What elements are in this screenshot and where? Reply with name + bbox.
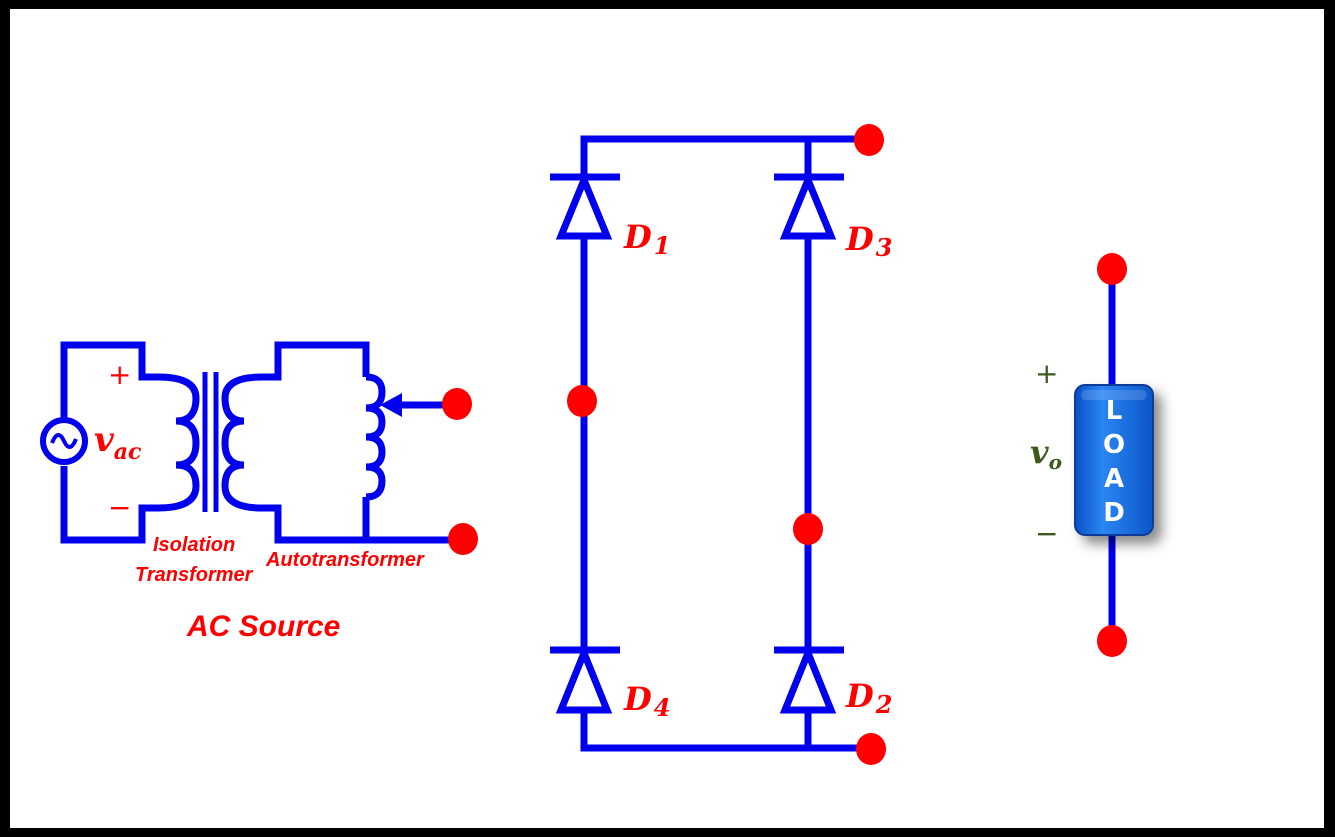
autotransformer-label: Autotransformer bbox=[265, 549, 425, 571]
secondary-wire-bottom bbox=[260, 504, 458, 544]
bridge-top-rail bbox=[580, 135, 868, 180]
vo-symbol: vo bbox=[1030, 433, 1062, 474]
source-plus-sign: + bbox=[108, 358, 131, 391]
source-terminal-bottom[interactable] bbox=[448, 523, 478, 555]
ac-source-title: AC Source bbox=[186, 610, 340, 643]
secondary-coil bbox=[221, 373, 263, 512]
diode-d4-icon bbox=[550, 643, 620, 714]
load-letter-a: A bbox=[1104, 464, 1124, 494]
source-wire-top bbox=[60, 341, 160, 418]
secondary-wire-top bbox=[260, 341, 370, 381]
diode-d1-icon bbox=[550, 170, 620, 240]
isolation-label-line2: Transformer bbox=[135, 564, 254, 586]
vac-symbol: vac bbox=[94, 420, 142, 465]
primary-coil bbox=[157, 373, 200, 512]
diode-d1-label: D1 bbox=[623, 218, 670, 260]
diode-d2-icon bbox=[774, 643, 844, 714]
ac-source-section: + − vac Isolation Transformer Autotransf… bbox=[40, 341, 478, 643]
diode-bridge: D1 D3 D4 D2 bbox=[550, 124, 892, 765]
source-terminal-top[interactable] bbox=[442, 388, 472, 420]
autotransformer-wiper-arrow bbox=[380, 393, 452, 417]
isolation-label-line1: Isolation bbox=[153, 534, 235, 556]
output-minus-sign: − bbox=[1035, 517, 1058, 550]
ac-source-icon bbox=[40, 417, 88, 465]
load-box bbox=[1074, 384, 1154, 536]
autotransformer-coil bbox=[365, 373, 386, 501]
output-plus-sign: + bbox=[1035, 357, 1058, 390]
load-letter-o: O bbox=[1103, 430, 1125, 460]
bridge-bottom-rail bbox=[580, 710, 868, 752]
bridge-terminal-top[interactable] bbox=[854, 124, 884, 156]
source-minus-sign: − bbox=[108, 491, 131, 524]
load-letter-d: D bbox=[1103, 498, 1125, 528]
diode-d4-label: D4 bbox=[623, 680, 670, 722]
diode-d3-label: D3 bbox=[845, 220, 892, 262]
diode-d2-label: D2 bbox=[845, 677, 892, 719]
source-wire-bottom bbox=[60, 466, 160, 544]
load-letter-l: L bbox=[1106, 396, 1123, 426]
load-section: L O A D + vo − bbox=[1030, 253, 1154, 657]
load-terminal-bottom[interactable] bbox=[1097, 625, 1127, 657]
load-terminal-top[interactable] bbox=[1097, 253, 1127, 285]
diode-d3-icon bbox=[774, 170, 844, 240]
bridge-terminal-bottom[interactable] bbox=[856, 733, 886, 765]
bridge-input-node-right[interactable] bbox=[793, 513, 823, 545]
bridge-input-node-left[interactable] bbox=[567, 385, 597, 417]
